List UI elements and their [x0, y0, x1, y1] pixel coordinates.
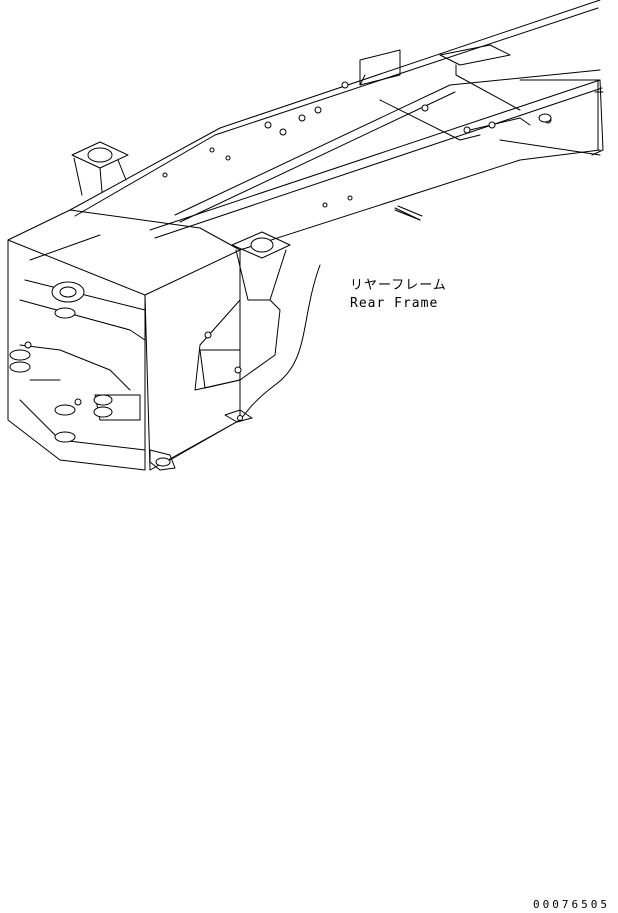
rear-frame-label-en: Rear Frame — [350, 296, 439, 311]
rear-frame — [7, 0, 604, 471]
mount-pedestal-left — [71, 141, 129, 196]
rear-frame-label-jp: リヤーフレーム — [350, 278, 447, 293]
mount-pedestal-right — [231, 231, 291, 301]
rail-bosses — [162, 81, 552, 208]
figure-id: 00076505 — [533, 898, 610, 911]
hinge-lugs — [9, 349, 141, 421]
